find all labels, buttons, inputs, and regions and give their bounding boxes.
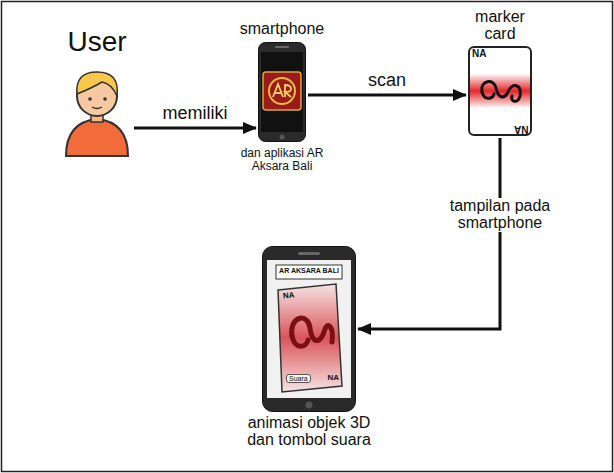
- node-text: NA: [327, 374, 339, 382]
- flow-arrow: [308, 94, 466, 97]
- node-title: smartphone: [240, 21, 325, 38]
- smartphone-icon: [258, 42, 306, 142]
- node-text: dan aplikasi AR Aksara Bali: [240, 147, 324, 172]
- edge-label: memiliki: [160, 104, 231, 123]
- node-text: NA: [514, 123, 528, 134]
- smartphone-node: smartphonedan aplikasi AR Aksara Bali: [258, 42, 306, 142]
- flow-arrow: [358, 138, 500, 329]
- flow-arrow: [134, 127, 256, 130]
- node-text: NA: [283, 291, 295, 301]
- edge-label: scan: [365, 71, 409, 90]
- node-title: marker card: [464, 9, 536, 43]
- node-text: animasi objek 3D dan tombol suara: [234, 415, 384, 449]
- result-screen: AR AKSARA BALINASuaraNAanimasi objek 3D …: [262, 246, 356, 412]
- node-title: AR AKSARA BALI: [279, 267, 339, 274]
- node-title: User: [67, 27, 126, 56]
- user-icon: [62, 62, 132, 157]
- node-text: NA: [472, 49, 486, 60]
- user-node: User: [62, 62, 132, 157]
- marker-card: marker cardNANA: [468, 46, 532, 136]
- edge-label: tampilan pada smartphone: [433, 198, 567, 232]
- marker-card-shape: [468, 46, 532, 136]
- node-text: Suara: [286, 374, 311, 383]
